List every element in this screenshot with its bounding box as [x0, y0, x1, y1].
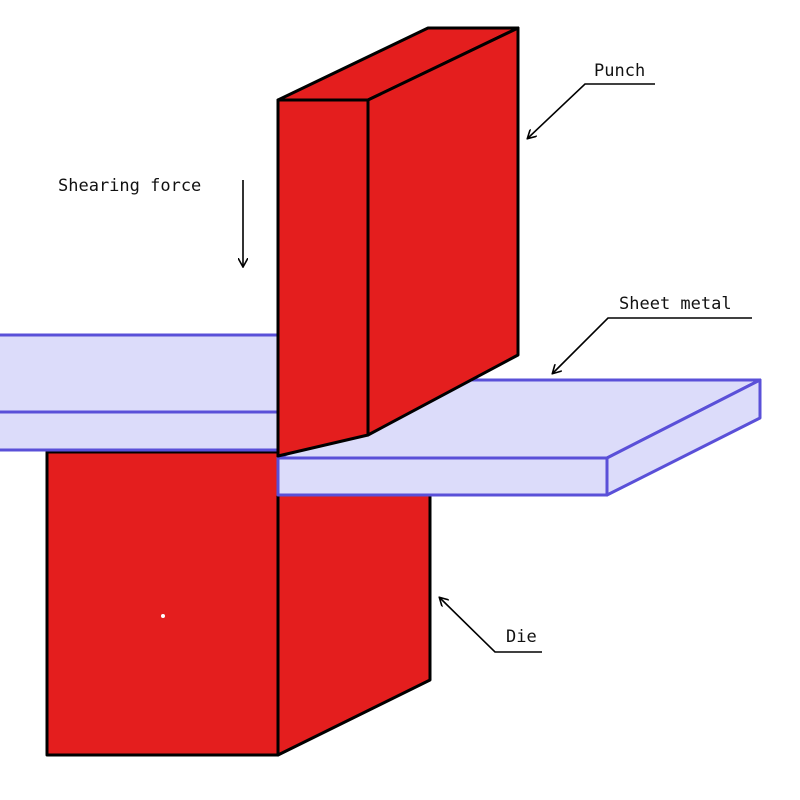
punch-right-face [366, 26, 520, 437]
sheet-metal-annotation: Sheet metal [553, 294, 752, 373]
punch-annotation: Punch [528, 61, 655, 138]
die-center-dot [161, 614, 165, 618]
punch-front-face [276, 98, 370, 458]
sheet-side-face [605, 378, 762, 497]
die [45, 450, 432, 757]
die-label: Die [506, 627, 537, 647]
punch [276, 26, 520, 458]
die-front-face [45, 450, 280, 757]
sheet-metal-right [276, 378, 762, 497]
shearing-force-label: Shearing force [58, 176, 201, 196]
sheet-metal-left [0, 333, 280, 452]
sheet-front-face [276, 456, 609, 497]
punch-label: Punch [594, 61, 645, 81]
die-side-face [276, 493, 432, 757]
die-annotation: Die [440, 598, 542, 653]
sheet-metal-label: Sheet metal [619, 294, 732, 314]
shearing-force-annotation: Shearing force [58, 176, 243, 266]
